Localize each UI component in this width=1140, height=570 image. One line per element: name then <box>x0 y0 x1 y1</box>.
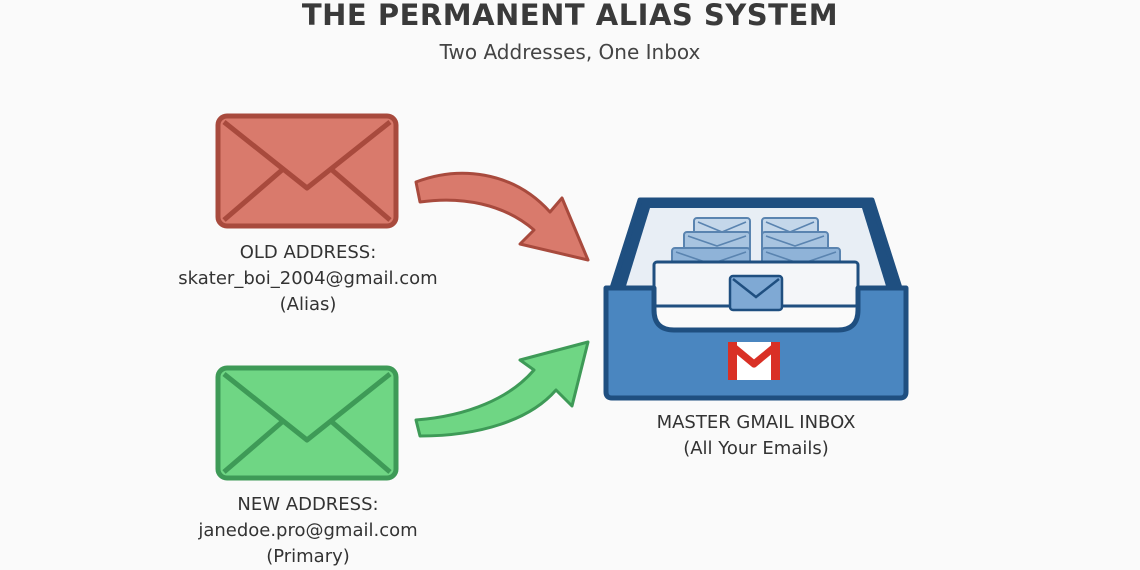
new-address-heading: NEW ADDRESS: <box>237 494 379 515</box>
new-address-label: NEW ADDRESS: janedoe.pro@gmail.com (Prim… <box>158 492 458 570</box>
new-address-email: janedoe.pro@gmail.com <box>198 520 418 541</box>
new-to-inbox-arrow-icon <box>414 340 590 438</box>
new-address-envelope-icon <box>215 365 399 481</box>
old-address-envelope-icon <box>215 113 399 229</box>
inbox-caption: (All Your Emails) <box>683 438 829 459</box>
old-address-label: OLD ADDRESS: skater_boi_2004@gmail.com (… <box>158 240 458 318</box>
inbox-heading: MASTER GMAIL INBOX <box>656 412 856 433</box>
page-subtitle: Two Addresses, One Inbox <box>439 40 701 64</box>
page-title: THE PERMANENT ALIAS SYSTEM <box>301 0 839 32</box>
new-address-role: (Primary) <box>266 546 350 567</box>
inbox-label: MASTER GMAIL INBOX (All Your Emails) <box>596 410 916 462</box>
old-to-inbox-arrow-icon <box>414 171 590 262</box>
old-address-role: (Alias) <box>279 294 337 315</box>
old-address-heading: OLD ADDRESS: <box>239 242 377 263</box>
master-inbox-tray-icon <box>603 197 909 401</box>
old-address-email: skater_boi_2004@gmail.com <box>178 268 438 289</box>
